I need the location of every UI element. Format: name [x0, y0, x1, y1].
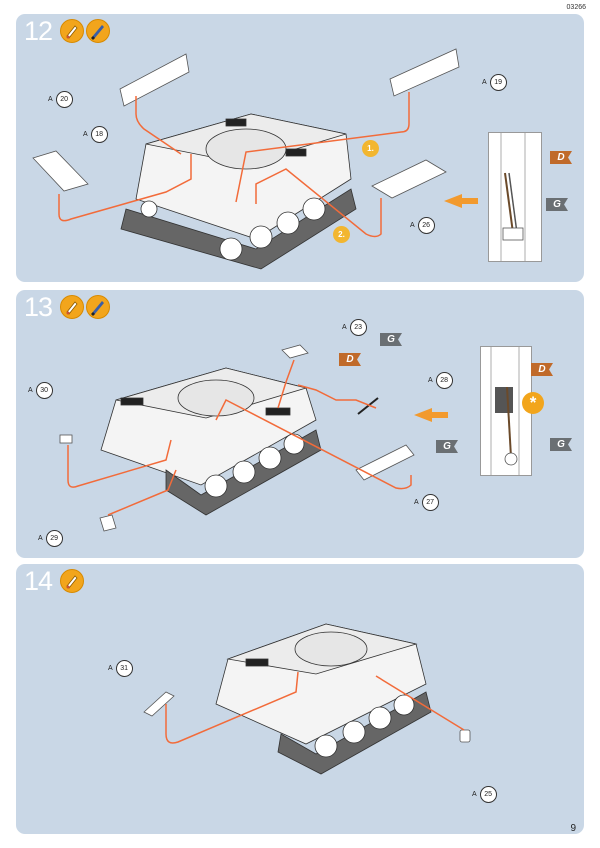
paint-code-d: D — [531, 363, 553, 376]
step-number: 13 — [24, 292, 53, 322]
step-number: 14 — [24, 566, 53, 596]
paint-code-g: G — [550, 438, 572, 451]
paint-brush-icon — [86, 295, 110, 319]
paint-code-g: G — [436, 440, 458, 453]
part-a29 — [99, 514, 117, 532]
part-a25 — [459, 729, 471, 743]
page-number: 9 — [570, 823, 576, 834]
asterisk-icon: * — [522, 392, 544, 414]
direction-arrow — [444, 194, 478, 208]
part-a30 — [59, 434, 73, 444]
part-a18 — [32, 150, 89, 192]
step-12-drawing — [32, 48, 478, 270]
detail-inset — [488, 132, 542, 262]
step-number: 12 — [24, 16, 53, 46]
glue-icon — [60, 295, 84, 319]
guide-lines — [67, 359, 412, 516]
paint-code-d: D — [339, 353, 361, 366]
step-14-drawing — [143, 623, 471, 775]
paint-code-g: G — [380, 333, 402, 346]
part-a23 — [281, 344, 309, 359]
part-a19 — [389, 48, 460, 97]
sequence-badge-2: 2. — [333, 226, 350, 243]
detail-inset — [480, 346, 532, 476]
paint-brush-icon — [86, 19, 110, 43]
direction-arrow — [414, 408, 448, 422]
part-a31 — [143, 691, 175, 717]
document-code: 03266 — [566, 4, 586, 11]
part-a20 — [119, 53, 190, 107]
part-a28 — [357, 397, 379, 415]
part-a26 — [371, 159, 447, 199]
step-12-panel: 12 — [16, 14, 584, 282]
paint-code-d: D — [550, 151, 572, 164]
step-13-drawing — [59, 344, 448, 532]
tank-hull — [215, 623, 432, 775]
glue-icon — [60, 569, 84, 593]
paint-code-g: G — [546, 198, 568, 211]
guide-lines — [58, 92, 410, 238]
sequence-badge-1: 1. — [362, 140, 379, 157]
part-a27 — [355, 444, 415, 481]
guide-lines — [165, 671, 465, 744]
tank-hull — [100, 367, 322, 516]
glue-icon — [60, 19, 84, 43]
